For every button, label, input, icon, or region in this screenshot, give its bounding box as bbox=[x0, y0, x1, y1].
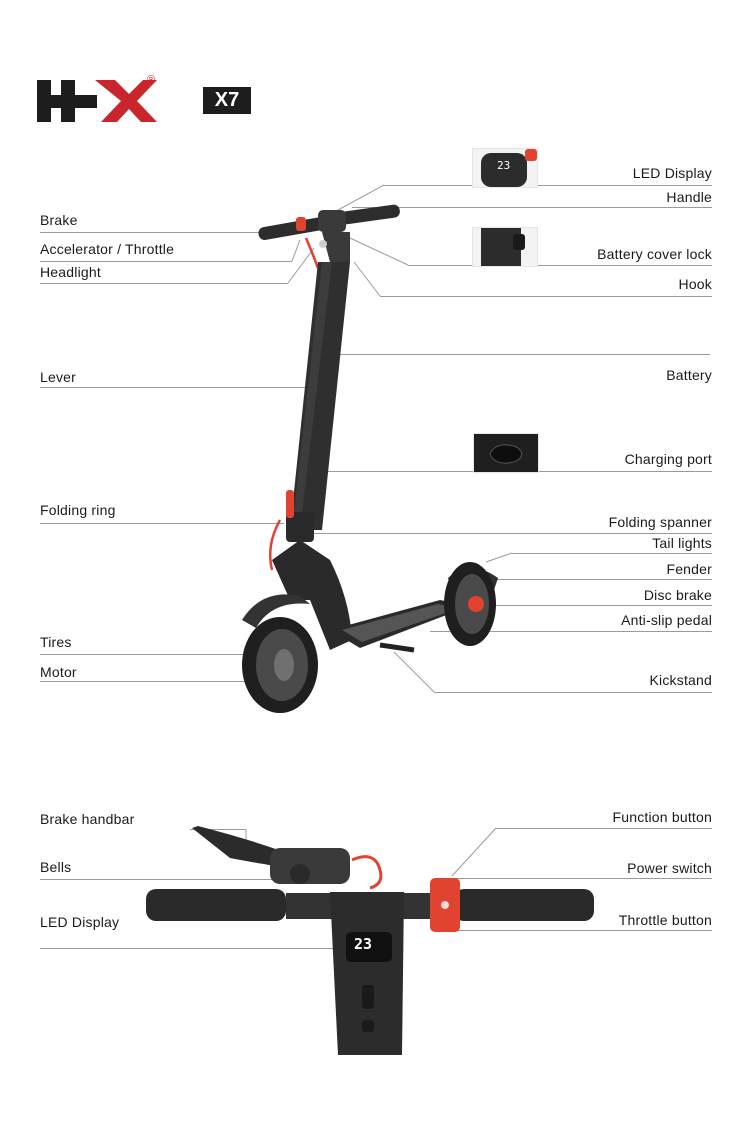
label-folding-spanner: Folding spanner bbox=[608, 514, 712, 530]
label-tail-lights: Tail lights bbox=[652, 535, 712, 551]
label-tires: Tires bbox=[40, 634, 72, 650]
display-reading-top: 23 bbox=[497, 159, 511, 172]
display-reading-bottom: 23 bbox=[354, 935, 373, 953]
label-bells: Bells bbox=[40, 859, 72, 875]
label-accelerator-throttle: Accelerator / Throttle bbox=[40, 241, 175, 257]
label-battery: Battery bbox=[666, 367, 712, 383]
label-handle: Handle bbox=[666, 189, 712, 205]
model-badge: X7 bbox=[203, 87, 251, 114]
label-folding-ring: Folding ring bbox=[40, 502, 116, 518]
label-led-display: LED Display bbox=[632, 165, 712, 181]
label-brake-handbar: Brake handbar bbox=[40, 811, 135, 827]
label-led-display-bottom: LED Display bbox=[40, 914, 120, 930]
label-motor: Motor bbox=[40, 664, 77, 680]
label-kickstand: Kickstand bbox=[649, 672, 712, 688]
label-power-switch: Power switch bbox=[627, 860, 712, 876]
battery-cover-lock-thumbnail bbox=[472, 227, 538, 267]
label-lever: Lever bbox=[40, 369, 77, 385]
label-fender: Fender bbox=[666, 561, 712, 577]
label-battery-cover-lock: Battery cover lock bbox=[597, 246, 712, 262]
label-charging-port: Charging port bbox=[624, 451, 712, 467]
label-function-button: Function button bbox=[612, 809, 712, 825]
registered-mark: ® bbox=[147, 74, 156, 86]
label-anti-slip-pedal: Anti-slip pedal bbox=[621, 612, 712, 628]
brand-logo bbox=[37, 78, 157, 124]
label-throttle-button: Throttle button bbox=[618, 912, 712, 928]
led-display-thumbnail: 23 bbox=[472, 148, 538, 188]
label-disc-brake: Disc brake bbox=[643, 587, 712, 603]
label-brake: Brake bbox=[40, 212, 78, 228]
label-hook: Hook bbox=[678, 276, 712, 292]
charging-port-thumbnail bbox=[473, 433, 539, 473]
label-headlight: Headlight bbox=[40, 264, 101, 280]
